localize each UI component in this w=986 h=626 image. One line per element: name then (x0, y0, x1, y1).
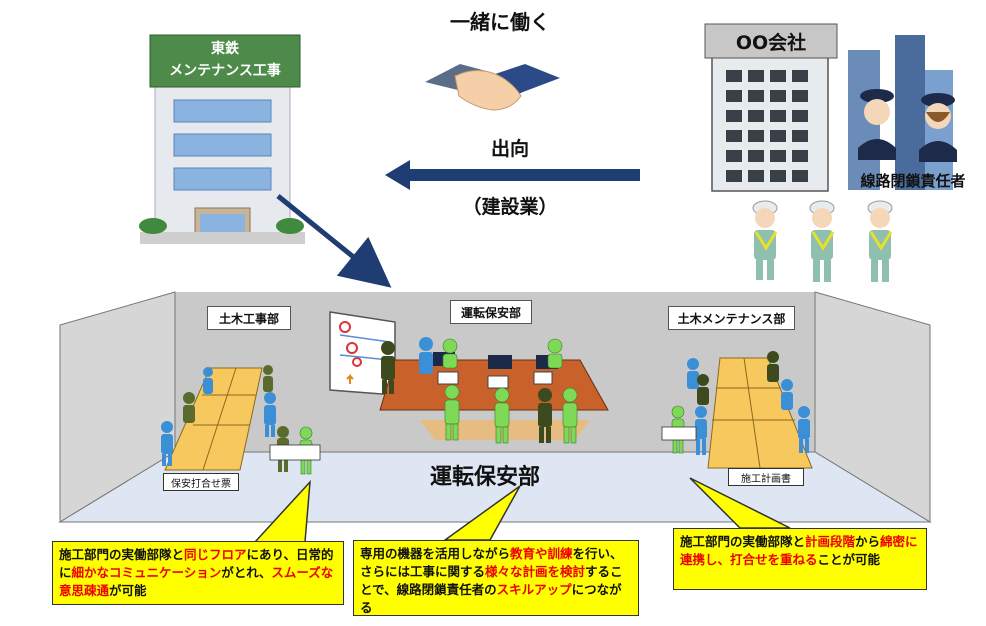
callout-center-segment: 専用の機器を活用しながら (360, 546, 511, 561)
right-desks (707, 357, 813, 469)
callout-right-segment: 計画段階 (805, 534, 856, 549)
industry-label: （建設業） (462, 196, 558, 218)
left-company-name: 東鉄 メンテナンス工事 (150, 38, 300, 82)
left-desks (164, 367, 263, 471)
callout-center-segment: を行い、さらには工事に関する (360, 546, 623, 579)
callout-center-segment: 教育や訓練 (510, 546, 573, 561)
callout-left-segment: 細かなコミュニケーション (71, 565, 222, 580)
dept-label-safety: 運転保安部 (450, 300, 532, 324)
work-together-label: 一緒に働く (450, 10, 550, 34)
callout-right-segment: 綿密に連携し、打合せを重ねる (680, 534, 918, 567)
dept-label-civil: 土木工事部 (207, 306, 291, 330)
dispatch-arrow (385, 160, 640, 190)
callout-right-segment: から (855, 534, 881, 549)
handshake-icon (425, 64, 560, 111)
track-closure-officer-label: 線路閉鎖責任者 (860, 172, 966, 190)
callout-right: 施工部門の実働部隊と計画段階から綿密に連携し、打合せを重ねることが可能 (673, 528, 927, 590)
callout-right-segment: 施工部門の実働部隊と (680, 534, 806, 549)
callout-right-segment: ことが可能 (817, 552, 881, 567)
right-company-name: OO会社 (735, 32, 807, 54)
callout-center-segment: スキルアップ (496, 582, 572, 597)
callout-center-segment: 様々な計画を検討 (485, 564, 586, 579)
callout-center: 専用の機器を活用しながら教育や訓練を行い、さらには工事に関する様々な計画を検討す… (353, 540, 639, 616)
office-main-label: 運転保安部 (429, 465, 540, 490)
right-building (704, 23, 953, 192)
left-building (139, 34, 305, 244)
left-company-sign (149, 34, 301, 88)
building-to-office-arrow (276, 194, 392, 288)
callout-left-segment: 同じフロア (184, 547, 247, 562)
safety-meeting-sheet-sign: 保安打合せ票 (163, 473, 239, 491)
callout-left-segment: にあり、日常的に (59, 547, 334, 580)
callout-left-segment: がとれ、 (221, 565, 272, 580)
officers (858, 89, 957, 162)
construction-plan-sign: 施工計画書 (728, 468, 804, 486)
callout-left-segment: 施工部門の実働部隊と (59, 547, 185, 562)
floor (58, 451, 932, 523)
callout-center-segment: することで、線路閉鎖責任者の (360, 564, 623, 597)
left-company-name-line2: メンテナンス工事 (169, 63, 281, 79)
people (161, 337, 810, 475)
callout-left-segment: が可能 (109, 583, 147, 598)
dept-label-civil-maintenance: 土木メンテナンス部 (668, 306, 795, 330)
right-company-sign (704, 23, 838, 59)
left-company-name-line1: 東鉄 (211, 41, 239, 57)
callout-center-segment: につながる (360, 582, 622, 615)
workers (752, 200, 893, 282)
callout-left: 施工部門の実働部隊と同じフロアにあり、日常的に細かなコミュニケーションがとれ、ス… (52, 541, 344, 605)
callout-left-segment: スムーズな意思疎通 (59, 565, 334, 598)
dispatch-label: 出向 (490, 138, 529, 160)
